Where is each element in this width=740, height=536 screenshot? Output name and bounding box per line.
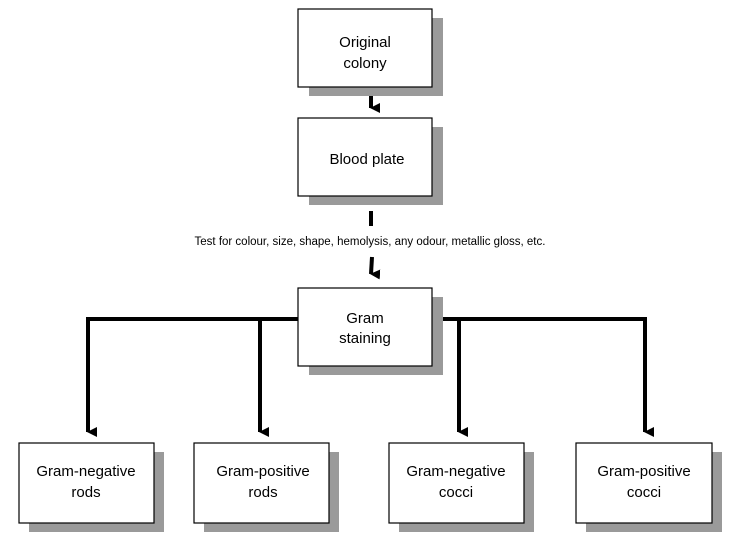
node-gram-positive-cocci: Gram-positive cocci	[575, 442, 722, 532]
box-frame	[18, 442, 155, 524]
node-original-colony: Original colony	[297, 8, 443, 96]
node-label-line2: rods	[248, 484, 277, 501]
arrow-blood-to-gram	[369, 256, 381, 280]
box-frame	[193, 442, 330, 524]
node-label-line2: colony	[343, 55, 387, 72]
node-label-line2: rods	[71, 484, 100, 501]
node-label-line2: cocci	[439, 484, 473, 501]
node-label-line1: Gram-negative	[406, 463, 505, 480]
node-label-line1: Original	[339, 34, 391, 51]
node-label-line1: Gram	[346, 310, 384, 327]
box-frame	[575, 442, 713, 524]
connectors	[86, 96, 654, 437]
box-frame	[297, 117, 433, 197]
node-label-line2: cocci	[627, 484, 661, 501]
node-gram-negative-cocci: Gram-negative cocci	[388, 442, 534, 532]
node-blood-plate: Blood plate	[297, 117, 443, 205]
node-label-line1: Gram-positive	[597, 463, 690, 480]
node-gram-negative-rods: Gram-negative rods	[18, 442, 164, 532]
box-frame	[297, 287, 433, 367]
box-frame	[388, 442, 525, 524]
node-label-line1: Blood plate	[329, 151, 404, 168]
box-frame	[297, 8, 433, 88]
node-label-line1: Gram-negative	[36, 463, 135, 480]
edge-note: Test for colour, size, shape, hemolysis,…	[195, 236, 546, 248]
node-label-line2: staining	[339, 330, 391, 347]
node-label-line1: Gram-positive	[216, 463, 309, 480]
node-gram-positive-rods: Gram-positive rods	[193, 442, 339, 532]
node-gram-staining: Gram staining	[297, 287, 443, 375]
